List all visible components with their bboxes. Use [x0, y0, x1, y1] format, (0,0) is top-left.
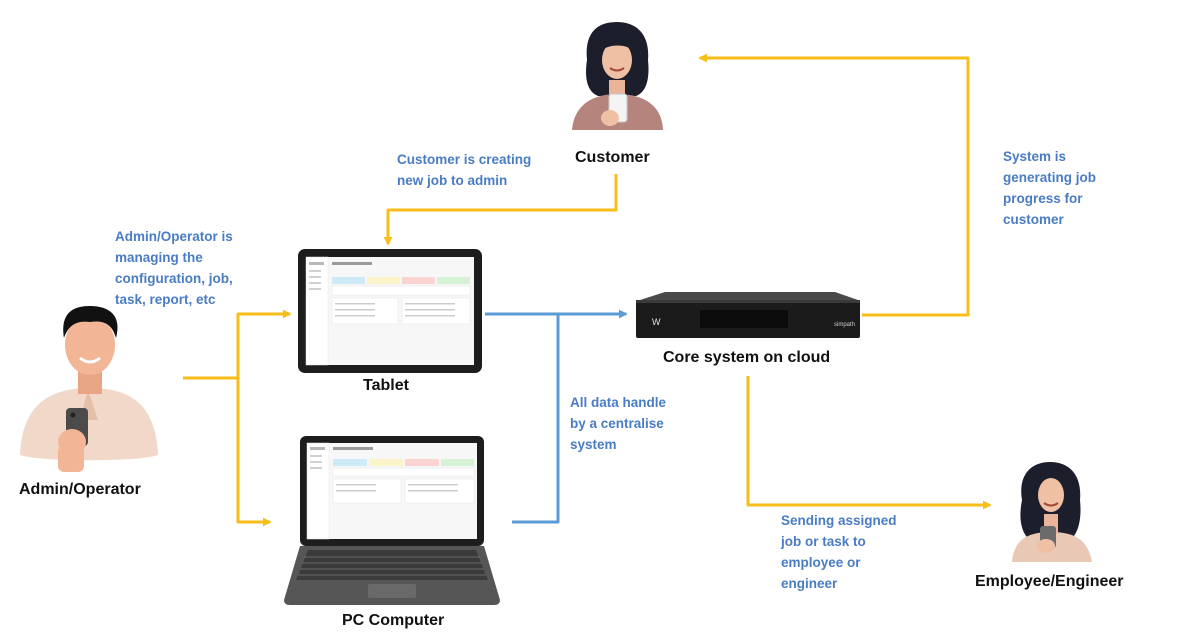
note-all-data: All data handle by a centralise system	[570, 395, 667, 452]
arrow-admin-to-tablet	[183, 309, 292, 380]
note-admin-managing: Admin/Operator is managing the configura…	[115, 229, 233, 307]
tablet-label: Tablet	[363, 377, 409, 394]
note-sending: Sending assigned job or task to employee…	[781, 513, 897, 591]
svg-text:W: W	[652, 317, 661, 327]
admin-label: Admin/Operator	[19, 481, 141, 498]
note-system-generating: System is generating job progress for cu…	[1003, 149, 1097, 227]
arrow-core-to-employee	[746, 376, 992, 510]
arrow-core-to-customer	[698, 53, 970, 317]
employee-label: Employee/Engineer	[975, 573, 1124, 590]
note-customer-creating: Customer is creating new job to admin	[397, 152, 532, 188]
arrow-admin-to-pc	[236, 378, 272, 527]
server-brand-text: simpath	[834, 322, 855, 328]
core-system-label: Core system on cloud	[663, 349, 831, 366]
arrow-pc-to-core	[512, 314, 560, 524]
customer-label: Customer	[575, 149, 650, 166]
arrow-customer-to-tablet	[383, 174, 618, 246]
pc-label: PC Computer	[342, 612, 445, 629]
